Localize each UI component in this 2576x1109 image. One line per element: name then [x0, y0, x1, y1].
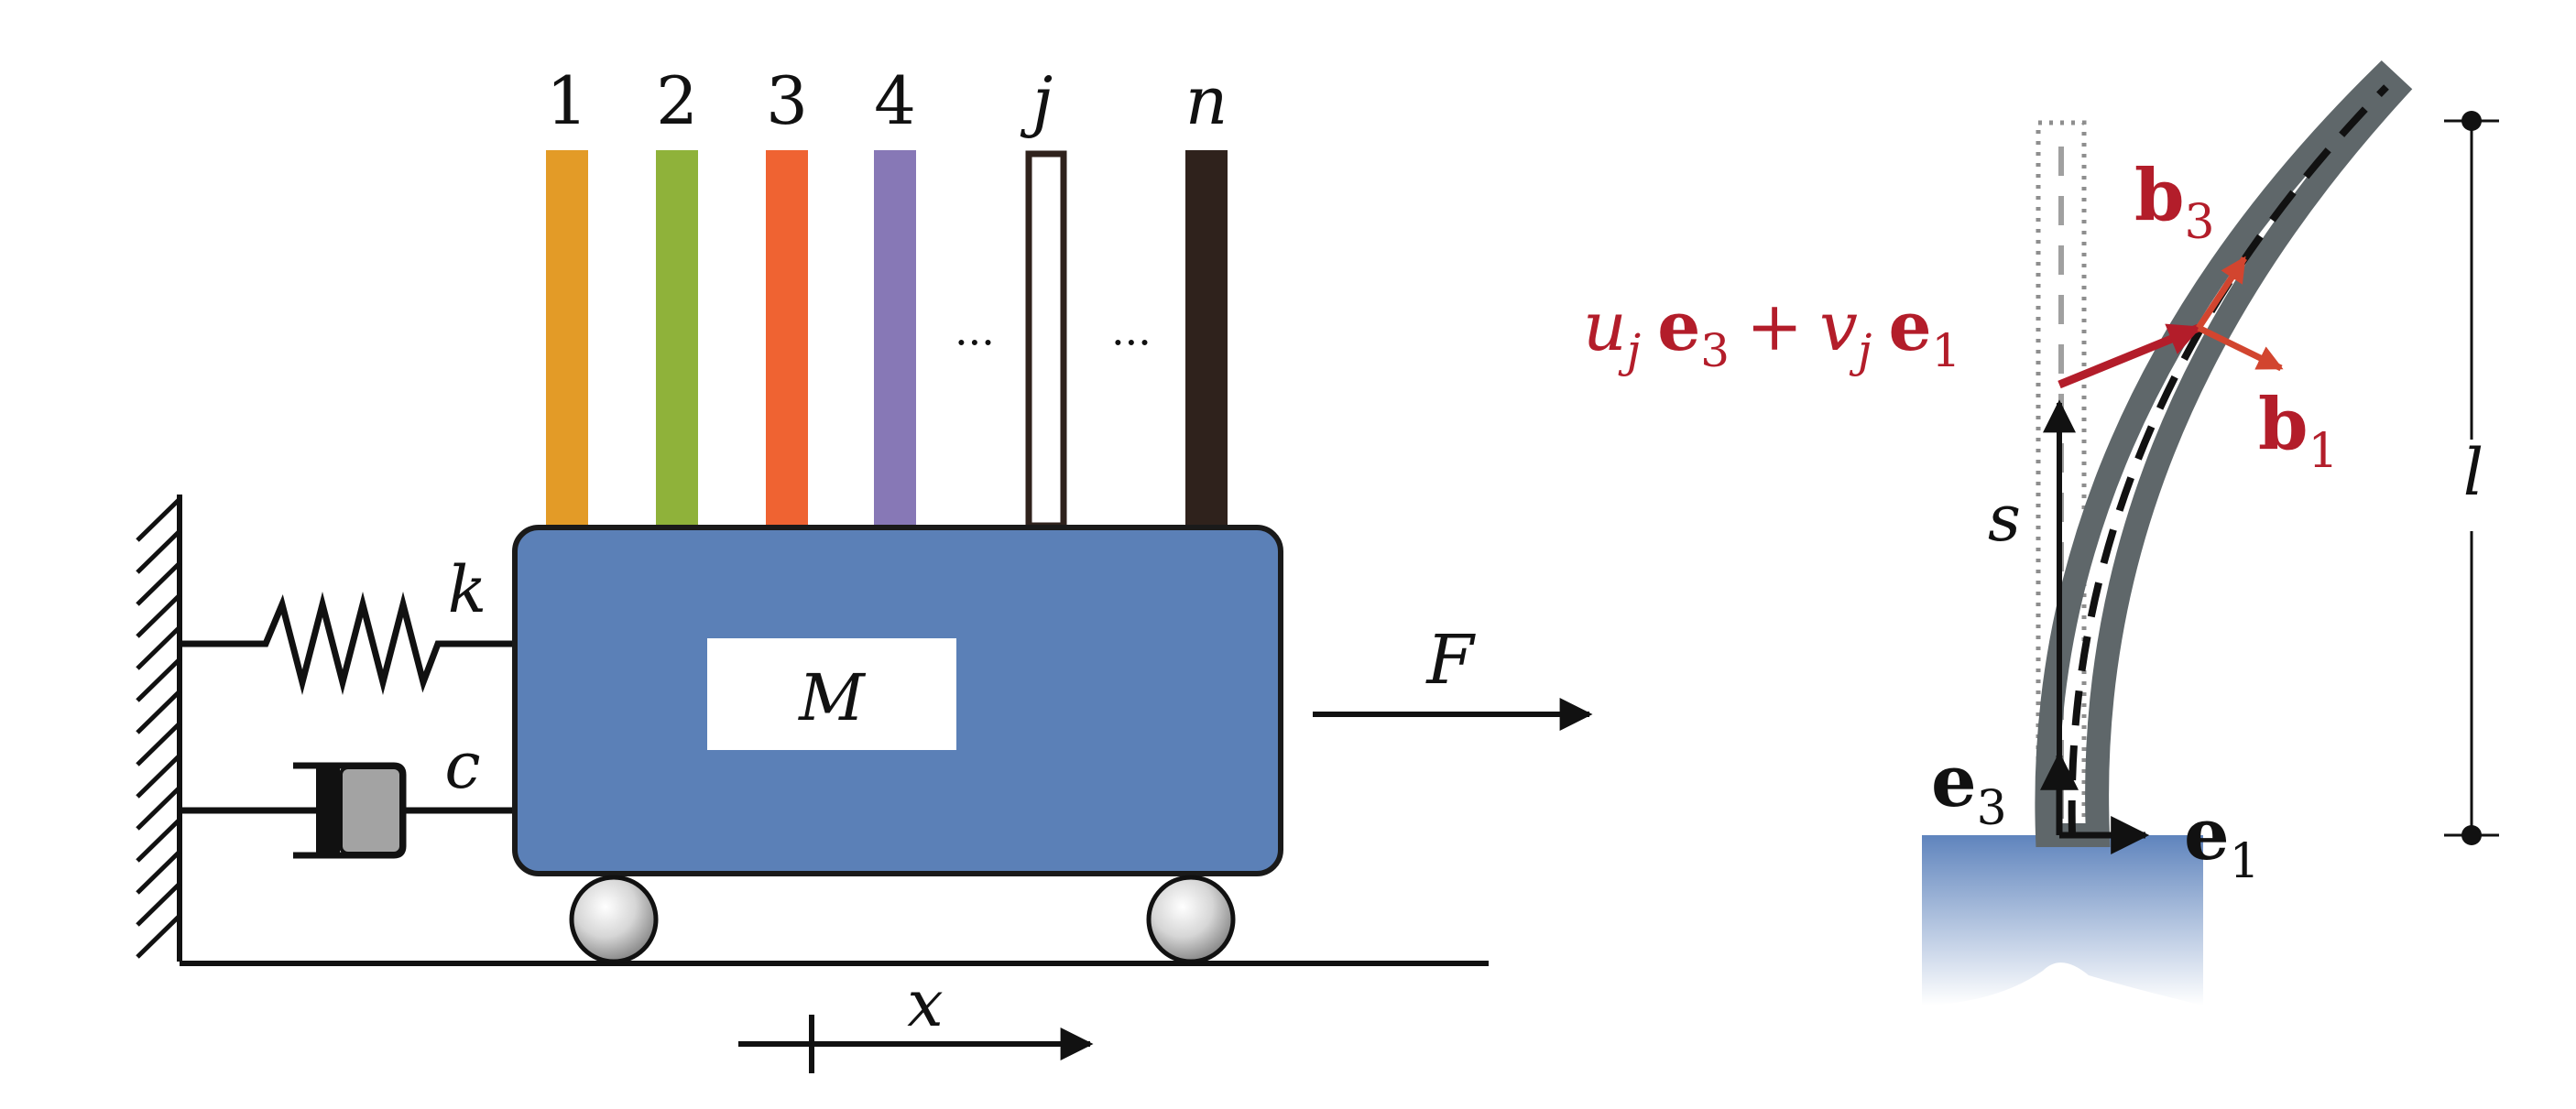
pendulum-label-2: 2	[656, 62, 698, 139]
b1-label: b1	[2258, 383, 2339, 479]
pendulum-label-3: 3	[766, 62, 808, 139]
b3-label: b3	[2134, 154, 2215, 250]
position-arrow	[738, 1015, 1094, 1073]
b3-vector	[2196, 256, 2247, 330]
pendulums	[546, 150, 1228, 529]
damper	[180, 762, 515, 859]
length-label: l	[2463, 435, 2483, 510]
cart-system: 1 2 3 4 j n ··· ··· M k c F x	[136, 62, 1593, 1073]
ellipsis-1: ···	[955, 318, 995, 367]
pendulum-label-4: 4	[874, 62, 916, 139]
pendulum-label-j: j	[1020, 62, 1053, 139]
pendulum-n	[1185, 150, 1228, 526]
pendulum-label-1: 1	[546, 62, 588, 139]
spring-label: k	[448, 552, 486, 627]
length-dimension	[2444, 111, 2499, 845]
pendulum-j	[1025, 150, 1067, 529]
damper-label: c	[444, 728, 480, 803]
deformed-centerline	[2068, 84, 2389, 836]
arc-length-label: s	[1988, 481, 2021, 556]
wheel-left	[569, 875, 659, 964]
mass-label: M	[797, 660, 867, 735]
e3-label: e3	[1931, 740, 2007, 836]
wall	[136, 495, 182, 962]
deformed-beam	[2035, 60, 2413, 847]
displacement-vector	[2058, 323, 2202, 389]
e1-label: e1	[2184, 793, 2260, 889]
wheel-right	[1146, 875, 1236, 964]
position-label: x	[907, 966, 943, 1041]
pendulum-label-n: n	[1185, 62, 1228, 139]
force-label: F	[1424, 621, 1476, 700]
pendulum-3	[766, 150, 808, 526]
mass-label-box	[707, 638, 956, 750]
pendulum-1	[546, 150, 588, 526]
pendulum-4	[874, 150, 916, 526]
beam-base	[1922, 835, 2203, 1006]
ellipsis-2: ···	[1111, 318, 1152, 367]
pendulum-2	[656, 150, 698, 526]
spring	[180, 592, 515, 695]
b1-vector	[2197, 324, 2284, 372]
